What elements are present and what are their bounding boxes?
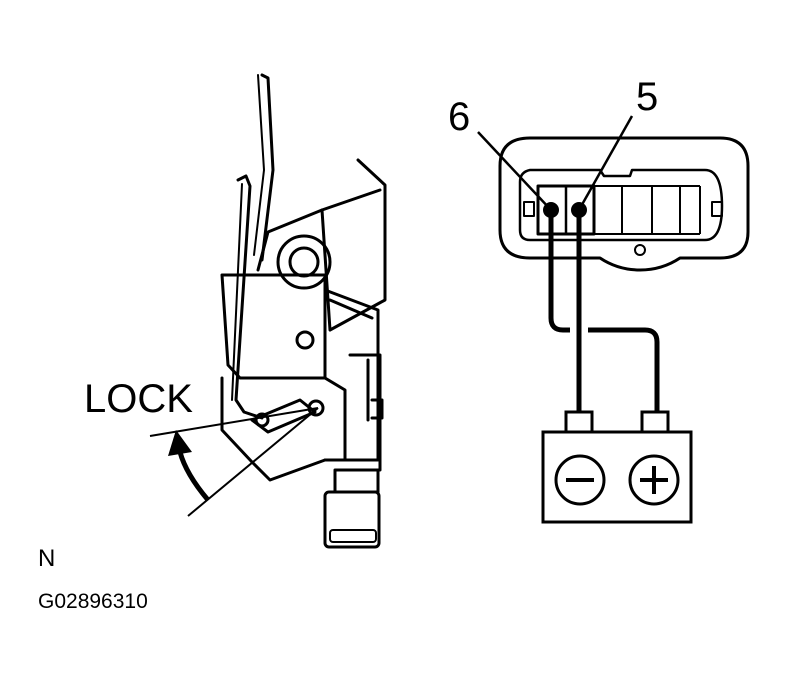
view-label: N [38, 545, 55, 572]
connector-housing [498, 136, 750, 272]
pin-leaders [477, 115, 634, 211]
positive-terminal-icon [628, 454, 680, 506]
pin-5-label: 5 [636, 75, 658, 119]
negative-terminal-icon [554, 454, 606, 506]
rotation-arrow-icon [168, 430, 210, 502]
pin-6-label: 6 [448, 95, 470, 139]
lead-crossing [570, 296, 588, 346]
lock-label: LOCK [84, 377, 193, 421]
door-lock-actuator [220, 73, 387, 549]
test-leads [548, 214, 660, 412]
figure-code: G02896310 [38, 590, 148, 613]
lock-angle-lines [149, 407, 319, 517]
battery-icon [541, 410, 693, 524]
